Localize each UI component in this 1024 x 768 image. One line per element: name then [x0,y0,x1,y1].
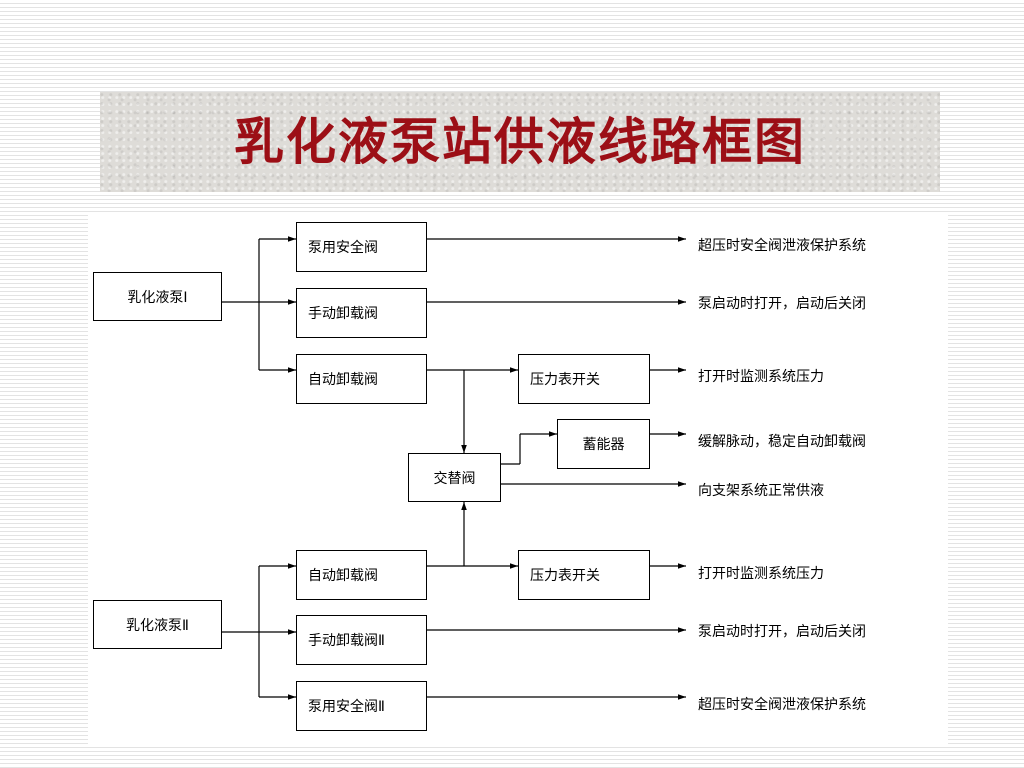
desc-accumulator: 缓解脉动，稳定自动卸载阀 [698,434,866,450]
alternating-valve-box: 交替阀 [408,453,501,502]
pump-2-box: 乳化液泵Ⅱ [93,600,222,649]
title-banner: 乳化液泵站供液线路框图 [100,92,940,192]
pressure-gauge-switch-1-label: 压力表开关 [530,372,600,388]
pump-1-label: 乳化液泵Ⅰ [127,289,188,306]
desc-supply: 向支架系统正常供液 [698,483,824,499]
manual-unload-valve-2-box: 手动卸载阀Ⅱ [296,615,427,665]
auto-unload-valve-1-label: 自动卸载阀 [308,372,378,388]
manual-unload-valve-2-label: 手动卸载阀Ⅱ [308,633,385,649]
desc-pressure-gauge-1: 打开时监测系统压力 [698,369,824,385]
auto-unload-valve-2-box: 自动卸载阀 [296,550,427,600]
alternating-valve-label: 交替阀 [433,470,476,487]
pressure-gauge-switch-2-box: 压力表开关 [518,550,650,600]
desc-pressure-gauge-2: 打开时监测系统压力 [698,566,824,582]
pump-2-label: 乳化液泵Ⅱ [126,617,189,634]
accumulator-box: 蓄能器 [557,419,650,469]
pump-1-box: 乳化液泵Ⅰ [93,272,222,321]
manual-unload-valve-1-label: 手动卸载阀 [308,306,378,322]
manual-unload-valve-1-box: 手动卸载阀 [296,288,427,338]
safety-valve-2-box: 泵用安全阀Ⅱ [296,681,427,731]
safety-valve-1-box: 泵用安全阀 [296,222,427,272]
accumulator-label: 蓄能器 [582,437,625,453]
pressure-gauge-switch-2-label: 压力表开关 [530,568,600,584]
safety-valve-2-label: 泵用安全阀Ⅱ [308,699,385,715]
desc-safety-valve-2: 超压时安全阀泄液保护系统 [698,697,866,713]
desc-manual-unload-2: 泵启动时打开，启动后关闭 [698,624,866,640]
auto-unload-valve-2-label: 自动卸载阀 [308,568,378,584]
desc-manual-unload-1: 泵启动时打开，启动后关闭 [698,296,866,312]
desc-safety-valve-1: 超压时安全阀泄液保护系统 [698,238,866,254]
auto-unload-valve-1-box: 自动卸载阀 [296,354,427,404]
pressure-gauge-switch-1-box: 压力表开关 [518,354,650,404]
page-title: 乳化液泵站供液线路框图 [234,112,806,171]
safety-valve-1-label: 泵用安全阀 [308,240,378,256]
